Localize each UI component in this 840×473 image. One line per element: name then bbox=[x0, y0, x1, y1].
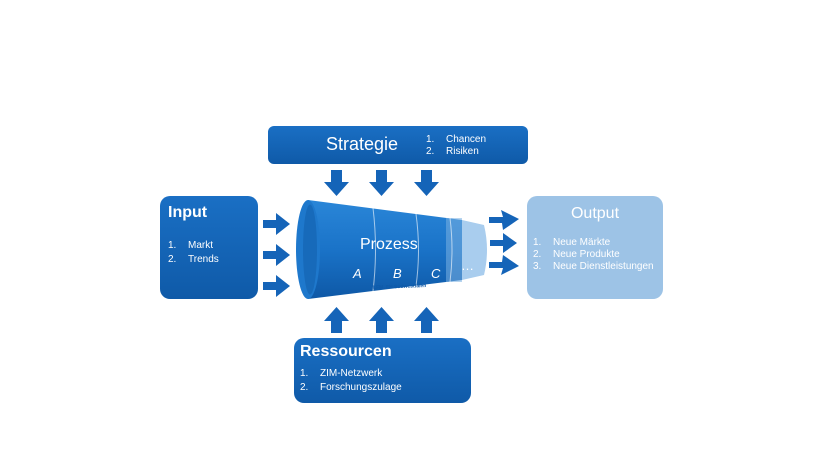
list-item: 3. Neue Dienstleistungen bbox=[533, 261, 654, 273]
list-item-number: 2. bbox=[300, 382, 309, 393]
list-item-label: ZIM-Netzwerk bbox=[320, 368, 383, 379]
input-arrow-2 bbox=[263, 244, 290, 266]
stage-label-a: A bbox=[353, 266, 362, 281]
strategie-list: 1. Chancen 2. Risiken bbox=[426, 134, 486, 158]
list-item-label: Chancen bbox=[446, 134, 487, 145]
stage-divider-1 bbox=[372, 207, 376, 292]
output-title: Output bbox=[570, 205, 620, 222]
list-item: 2. Neue Produkte bbox=[533, 249, 654, 261]
list-item-label: Trends bbox=[188, 254, 219, 265]
list-item-number: 1. bbox=[168, 240, 177, 251]
funnel-tip-band bbox=[446, 218, 462, 282]
funnel-body bbox=[308, 200, 462, 299]
list-item-number: 2. bbox=[168, 254, 177, 265]
input-box: Input 1. Markt 2. Trends bbox=[160, 196, 258, 299]
stage-label-c: C bbox=[431, 266, 441, 281]
ressourcen-box: Ressourcen 1. ZIM-Netzwerk 2. Forschungszu… bbox=[294, 338, 471, 403]
list-item-label: Risiken bbox=[446, 146, 479, 157]
list-item-number: 2. bbox=[533, 249, 542, 260]
up-arrow-3 bbox=[414, 307, 439, 333]
input-arrow-1 bbox=[263, 213, 290, 235]
stage-label-more: … bbox=[461, 258, 474, 273]
strategie-title: Strategie bbox=[326, 134, 399, 154]
output-arrow-3 bbox=[489, 255, 519, 275]
output-box: Output 1. Neue Märkte 2. Neue Produkte 3. N… bbox=[527, 196, 663, 299]
list-item-number: 1. bbox=[426, 134, 435, 145]
list-item-label: Neue Märkte bbox=[553, 237, 611, 248]
list-item: 1. Neue Märkte bbox=[533, 237, 654, 249]
funnel-mouth-inner bbox=[303, 204, 317, 295]
funnel-mouth bbox=[296, 200, 320, 299]
down-arrow-2 bbox=[369, 170, 394, 196]
stage-divider-3 bbox=[449, 217, 453, 283]
list-item-label: Neue Produkte bbox=[553, 249, 620, 260]
list-item: 1. Chancen bbox=[426, 134, 486, 146]
list-item: 1. ZIM-Netzwerk bbox=[300, 367, 402, 381]
input-title: Input bbox=[168, 204, 208, 221]
list-item: 1. Markt bbox=[168, 239, 219, 253]
down-arrow-1 bbox=[324, 170, 349, 196]
output-arrow-1 bbox=[489, 210, 519, 230]
ressourcen-list: 1. ZIM-Netzwerk 2. Forschungszulage bbox=[300, 367, 402, 395]
prozess-title: Prozess bbox=[360, 236, 418, 253]
list-item: 2. Forschungszulage bbox=[300, 381, 402, 395]
input-arrow-3 bbox=[263, 275, 290, 297]
strategie-box: Strategie 1. Chancen 2. Risiken bbox=[268, 126, 528, 164]
list-item: 2. Trends bbox=[168, 253, 219, 267]
list-item-number: 3. bbox=[533, 261, 542, 272]
down-arrow-3 bbox=[414, 170, 439, 196]
ressourcen-title: Ressourcen bbox=[300, 343, 392, 360]
up-arrow-2 bbox=[369, 307, 394, 333]
output-arrow-2 bbox=[490, 233, 517, 253]
list-item-number: 1. bbox=[300, 368, 309, 379]
list-item-label: Markt bbox=[188, 240, 213, 251]
stage-label-b: B bbox=[393, 266, 402, 281]
list-item-label: Forschungszulage bbox=[320, 382, 402, 393]
list-item-number: 2. bbox=[426, 146, 435, 157]
input-list: 1. Markt 2. Trends bbox=[168, 239, 219, 267]
funnel-tip bbox=[462, 220, 487, 280]
stage-divider-2 bbox=[415, 213, 419, 287]
list-item: 2. Risiken bbox=[426, 146, 486, 158]
output-list: 1. Neue Märkte 2. Neue Produkte 3. Neue Die… bbox=[533, 237, 654, 273]
list-item-number: 1. bbox=[533, 237, 542, 248]
up-arrow-1 bbox=[324, 307, 349, 333]
list-item-label: Neue Dienstleistungen bbox=[553, 261, 654, 272]
